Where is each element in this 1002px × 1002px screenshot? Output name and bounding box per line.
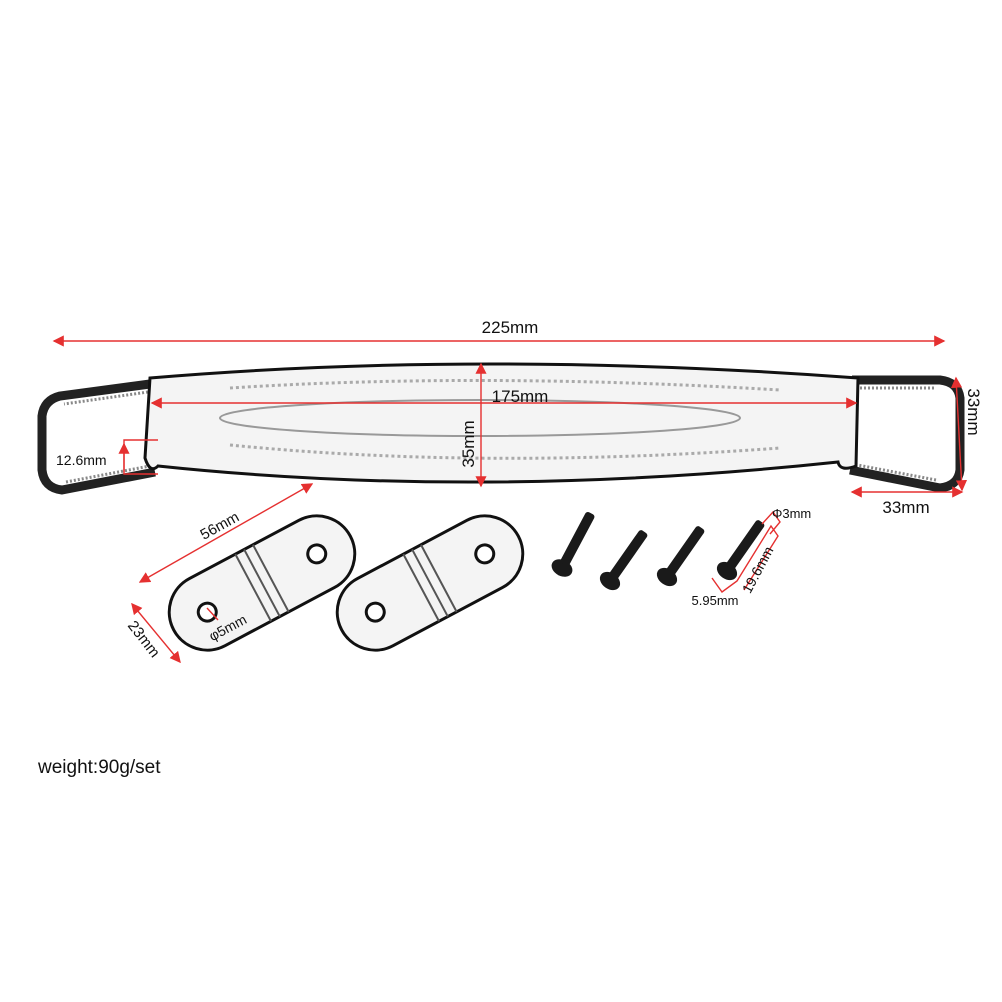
slot-height-label: 12.6mm: [56, 452, 107, 468]
bracket-length-label: 56mm: [197, 509, 242, 544]
bracket-width-arrow: [131, 602, 181, 664]
screw: [551, 511, 595, 577]
mounting-bracket: [167, 514, 357, 652]
mounting-bracket: [335, 514, 525, 652]
weight-label: weight:90g/set: [38, 757, 161, 778]
strap-length-label: 175mm: [492, 387, 549, 406]
loop-height-label: 33mm: [964, 388, 983, 435]
loop-height-arrow: [950, 376, 968, 492]
screw: [656, 526, 705, 587]
screw-diameter-label: Φ3mm: [772, 506, 811, 521]
left-strap-loop: [37, 379, 156, 495]
screw: [716, 520, 765, 581]
right-strap-loop: [849, 375, 965, 493]
bracket-length-arrow: [138, 483, 314, 583]
screw: [599, 530, 648, 591]
loop-width-label: 33mm: [882, 498, 929, 517]
overall-length-label: 225mm: [482, 318, 539, 337]
screw-head-label: 5.95mm: [692, 593, 739, 608]
strap-body: [143, 362, 860, 484]
bracket-width-label: 23mm: [124, 618, 163, 661]
strap-width-label: 35mm: [459, 420, 478, 467]
